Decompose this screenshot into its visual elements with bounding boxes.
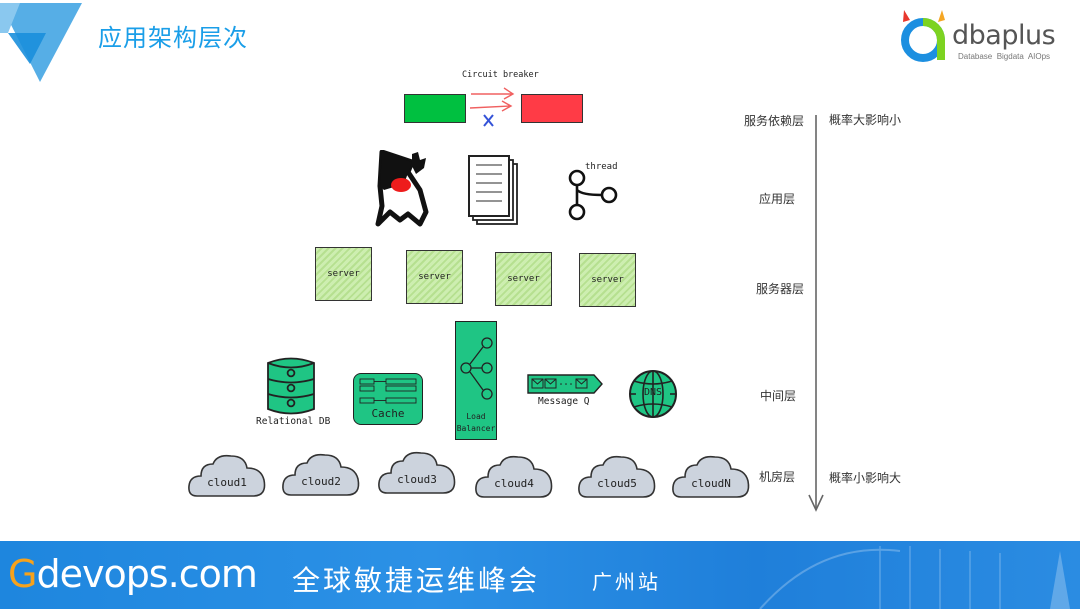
- load-balancer-label-1: Load: [466, 412, 486, 421]
- page-title: 应用架构层次: [98, 25, 248, 52]
- cloud-icon: [378, 451, 456, 494]
- footer-city: 广州站: [592, 570, 661, 594]
- axis-bottom-label: 概率小影响大: [829, 471, 902, 485]
- layer-label-datacenter: 机房层: [758, 470, 795, 484]
- cloud-datacenter: cloud3: [377, 449, 457, 497]
- documents-icon: [468, 155, 518, 225]
- cache-table-icon: [359, 378, 417, 404]
- cloud-label: cloud3: [397, 473, 437, 486]
- cloud-datacenter: cloud2: [281, 451, 361, 499]
- cloud-label: cloud5: [597, 477, 637, 490]
- brand-triangle-icon: [0, 3, 82, 82]
- load-balancer-box: Load Balancer: [455, 321, 497, 440]
- cloud-datacenter: cloud4: [474, 453, 554, 501]
- footer-brand: Gdevops.com: [8, 551, 258, 597]
- axis-top-label: 概率大影响小: [829, 113, 902, 127]
- server-box: server: [406, 250, 463, 304]
- cache-label: Cache: [371, 407, 405, 420]
- failing-service-box: [521, 94, 583, 123]
- cloud-label: cloud4: [494, 477, 534, 490]
- layer-label-application: 应用层: [758, 192, 795, 206]
- dns-label: DNS: [643, 387, 663, 398]
- footer-event: 全球敏捷运维峰会: [292, 564, 541, 597]
- cloud-datacenter: cloudN: [671, 453, 751, 501]
- dbaplus-a-icon: [901, 10, 945, 62]
- cloud-label: cloudN: [691, 477, 731, 490]
- layer-label-service-dependency: 服务依赖层: [743, 114, 804, 128]
- cloud-icon: [475, 455, 553, 498]
- cloud-datacenter: cloud1: [187, 452, 267, 500]
- java-duke-icon: [375, 150, 429, 227]
- footer-brand-rest: devops.com: [36, 552, 257, 596]
- circuit-breaker-label: Circuit breaker: [462, 70, 539, 80]
- cloud-icon: [282, 453, 360, 496]
- thread-branch-icon: [568, 169, 618, 221]
- dbaplus-logo: dbaplus Database Bigdata AIOps: [898, 8, 1078, 68]
- cloud-datacenter: cloud5: [577, 453, 657, 501]
- server-box: server: [315, 247, 372, 301]
- globe-icon: [629, 370, 677, 418]
- cloud-icon: [188, 454, 266, 497]
- footer-banner: Gdevops.com 全球敏捷运维峰会 广州站: [0, 541, 1080, 609]
- footer-brand-g: G: [8, 552, 37, 596]
- cloud-icon: [578, 455, 656, 498]
- thread-label: thread: [585, 162, 618, 172]
- load-balancer-graph-icon: [460, 337, 493, 400]
- circuit-arrows-icon: [469, 87, 515, 127]
- impact-axis-arrow: [808, 115, 824, 512]
- layer-label-server: 服务器层: [755, 282, 804, 296]
- cloud-label: cloud1: [207, 476, 247, 489]
- message-queue-label: Message Q: [538, 396, 590, 407]
- cloud-icon: [672, 455, 750, 498]
- server-box: server: [579, 253, 636, 307]
- relational-db-label: Relational DB: [256, 416, 331, 427]
- dbaplus-tagline: Database Bigdata AIOps: [958, 52, 1051, 61]
- cache-box: Cache: [353, 373, 423, 425]
- layer-label-middleware: 中间层: [759, 389, 796, 403]
- load-balancer-label-2: Balancer: [456, 424, 496, 433]
- city-skyline-decoration: [759, 546, 1070, 609]
- server-box: server: [495, 252, 552, 306]
- dbaplus-brand: dbaplus: [952, 20, 1056, 51]
- healthy-service-box: [404, 94, 466, 123]
- database-icon: [267, 357, 315, 415]
- message-queue-icon: [527, 374, 603, 394]
- dns-globe: DNS: [628, 369, 678, 419]
- cloud-label: cloud2: [301, 475, 341, 488]
